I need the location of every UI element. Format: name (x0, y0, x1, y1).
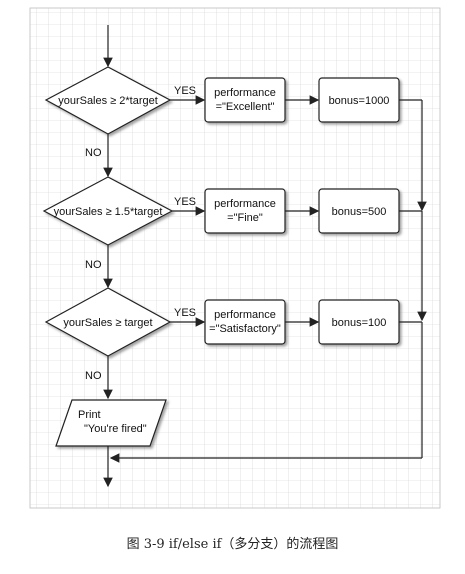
yes-label-1: YES (174, 85, 196, 97)
print-box-line-1: Print (78, 409, 101, 421)
yes-label-3: YES (174, 307, 196, 319)
performance-box-1: performance ="Excellent" (204, 77, 286, 123)
no-label-3: NO (85, 370, 102, 382)
bonus-box-1-text: bonus=1000 (329, 95, 390, 107)
performance-box-1-line-1: performance (214, 87, 276, 99)
bonus-box-3: bonus=100 (318, 299, 400, 345)
decision-3: yourSales ≥ target (44, 287, 172, 357)
decision-3-text: yourSales ≥ target (63, 317, 152, 329)
bonus-box-2-text: bonus=500 (332, 206, 387, 218)
performance-box-2: performance ="Fine" (204, 188, 286, 234)
figure-caption: 图 3-9 if/else if（多分支）的流程图 (126, 537, 339, 552)
decision-1-text: yourSales ≥ 2*target (58, 95, 158, 107)
performance-box-3-line-1: performance (214, 309, 276, 321)
decision-2-text: yourSales ≥ 1.5*target (54, 206, 163, 218)
performance-box-3-line-2: ="Satisfactory" (209, 323, 281, 335)
bonus-box-2: bonus=500 (318, 188, 400, 234)
performance-box-2-line-1: performance (214, 198, 276, 210)
bonus-box-1: bonus=1000 (318, 77, 400, 123)
decision-1: yourSales ≥ 2*target (44, 66, 172, 135)
yes-label-2: YES (174, 196, 196, 208)
no-label-2: NO (85, 259, 102, 271)
bonus-box-3-text: bonus=100 (332, 317, 387, 329)
performance-box-3: performance ="Satisfactory" (204, 299, 286, 345)
performance-box-2-line-2: ="Fine" (227, 212, 263, 224)
decision-2: yourSales ≥ 1.5*target (42, 176, 174, 246)
no-label-1: NO (85, 147, 102, 159)
grid-border (29, 7, 441, 509)
performance-box-1-line-2: ="Excellent" (216, 101, 275, 113)
print-box: Print "You're fired" (55, 399, 167, 447)
print-box-line-2: "You're fired" (84, 423, 147, 435)
